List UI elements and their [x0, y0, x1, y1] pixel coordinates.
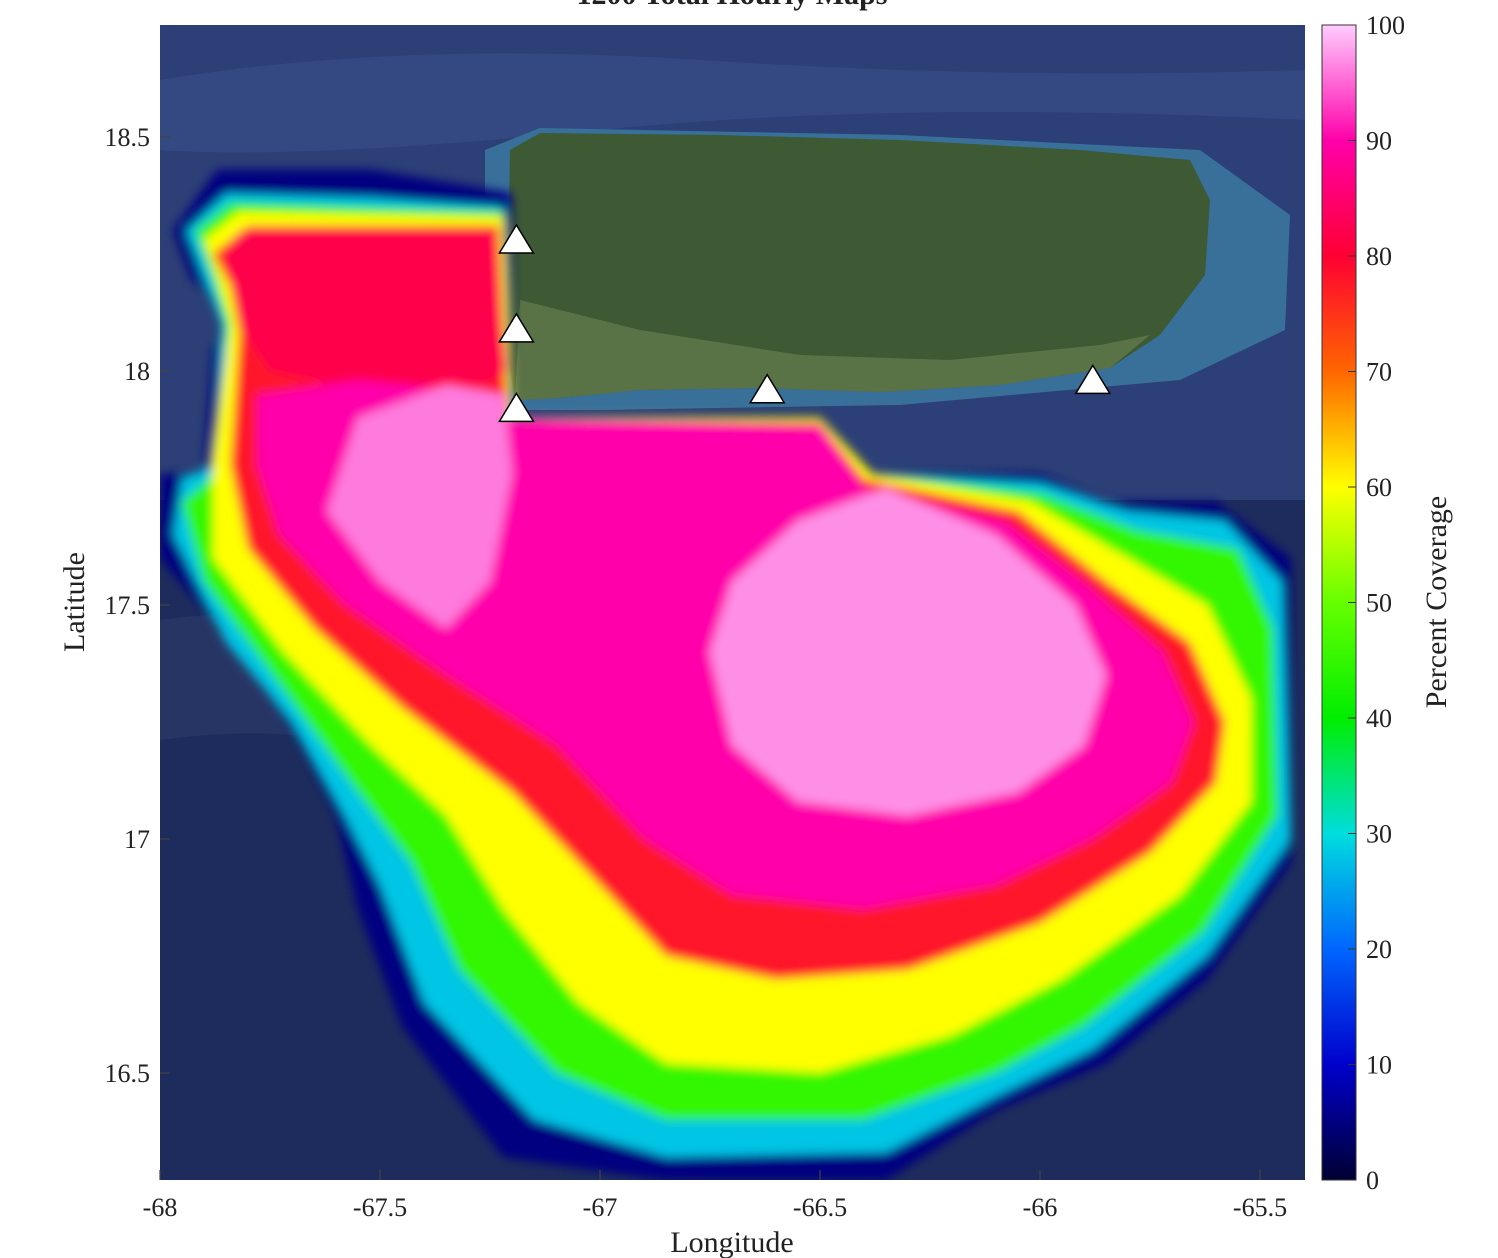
- station-marker-4: [1074, 363, 1112, 395]
- colorbar-ticks: 0 10 20 30 40 50 60 70 80 90 100: [1348, 11, 1405, 1195]
- colorbar-tick-label-4: 40: [1366, 704, 1392, 733]
- y-tick-label-4: 18.5: [105, 123, 151, 152]
- colorbar-tick-label-10: 100: [1366, 11, 1405, 40]
- x-tick-label-5: -65.5: [1233, 1193, 1287, 1222]
- coverage-contour-7: [710, 488, 1106, 816]
- chart-title: 1200 Total Hourly Maps: [577, 0, 888, 11]
- colorbar-tick-label-3: 30: [1366, 820, 1392, 849]
- colorbar-tick-label-8: 80: [1366, 242, 1392, 271]
- colorbar-tick-label-5: 50: [1366, 589, 1392, 618]
- y-axis: 16.5 17 17.5 18 18.5: [105, 123, 170, 1088]
- x-tick-label-0: -68: [143, 1193, 178, 1222]
- colorbar-tick-label-9: 90: [1366, 127, 1392, 156]
- station-marker-3: [748, 373, 786, 404]
- coverage-heatmap: [160, 169, 1291, 1180]
- colorbar-tick-label-1: 10: [1366, 1051, 1392, 1080]
- station-marker-0: [498, 223, 535, 254]
- coverage-contour-5: [226, 230, 508, 395]
- radar-stations: [498, 223, 1112, 423]
- y-tick-label-1: 17: [124, 825, 150, 854]
- x-tick-label-2: -67: [583, 1193, 618, 1222]
- x-tick-label-1: -67.5: [353, 1193, 407, 1222]
- colorbar-label: Percent Coverage: [1420, 496, 1453, 708]
- island-lowlands: [515, 300, 1150, 400]
- station-marker-1: [498, 312, 535, 343]
- x-tick-label-3: -66.5: [793, 1193, 847, 1222]
- station-marker-2: [498, 391, 535, 423]
- x-tick-label-4: -66: [1023, 1193, 1058, 1222]
- x-axis: -68 -67.5 -67 -66.5 -66 -65.5: [143, 1170, 1287, 1222]
- y-tick-label-0: 16.5: [105, 1059, 151, 1088]
- colorbar: 0 10 20 30 40 50 60 70 80 90 100 Percent Coverage: [1321, 11, 1453, 1195]
- y-tick-label-3: 18: [124, 357, 150, 386]
- y-tick-label-2: 17.5: [105, 591, 151, 620]
- colorbar-tick-label-7: 70: [1366, 358, 1392, 387]
- colorbar-tick-label-2: 20: [1366, 935, 1392, 964]
- colorbar-tick-label-0: 0: [1366, 1166, 1379, 1195]
- colorbar-tick-label-6: 60: [1366, 473, 1392, 502]
- coverage-contour-8: [327, 385, 512, 629]
- seafloor-ridge: [160, 53, 1305, 153]
- x-axis-label: Longitude: [670, 1226, 793, 1258]
- puerto-rico-island: [505, 133, 1210, 400]
- y-axis-label: Latitude: [58, 552, 91, 652]
